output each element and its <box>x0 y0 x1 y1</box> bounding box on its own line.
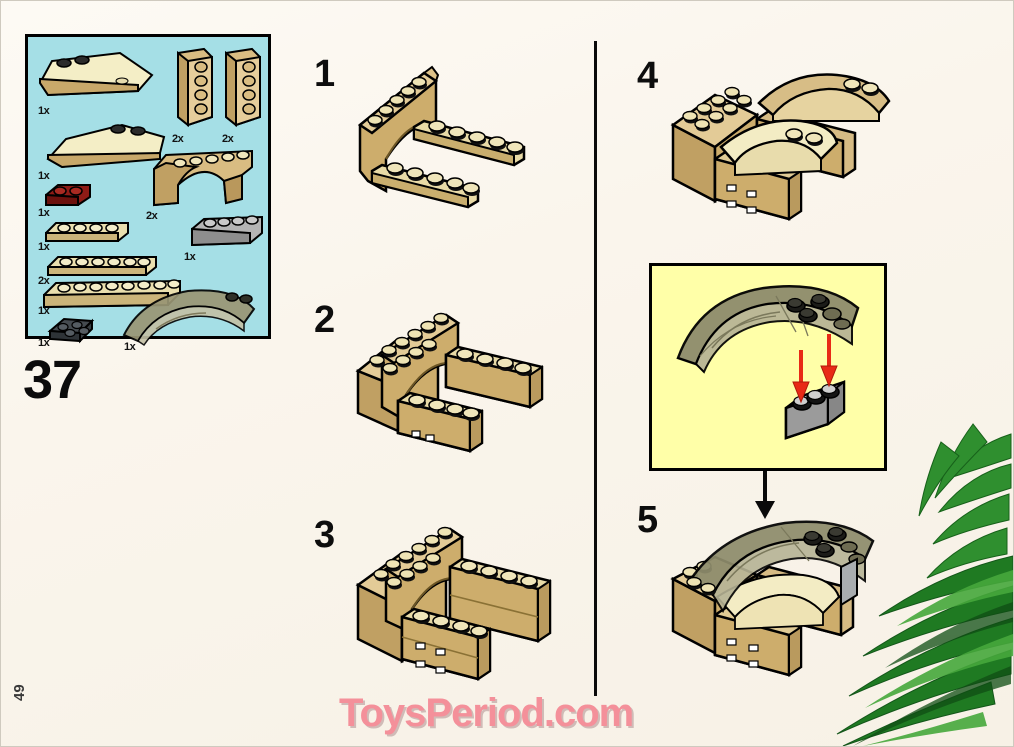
step-5-diagram <box>670 520 875 677</box>
set-step-number: 37 <box>23 350 82 410</box>
step-number-3: 3 <box>314 514 336 556</box>
part-slope-wedge-a <box>177 47 213 128</box>
part-plate-1x6-tan <box>47 256 157 276</box>
column-divider <box>594 41 597 696</box>
step-1-diagram <box>357 65 526 209</box>
step-2-diagram <box>355 312 544 453</box>
part-qty: 1x <box>38 241 50 253</box>
part-brick-1x4-gray <box>191 215 263 247</box>
step-number-4: 4 <box>637 55 659 97</box>
part-qty: 1x <box>38 337 50 349</box>
part-arch-brick-1x6 <box>153 149 253 207</box>
part-windscreen-trans-smoke <box>122 289 256 347</box>
parts-inventory-box: 1x 1x 2x 2x <box>25 34 271 353</box>
part-qty: 1x <box>124 341 136 353</box>
part-qty: 2x <box>146 210 158 222</box>
part-qty: 1x <box>184 251 196 263</box>
part-plate-1x4-tan <box>45 222 129 242</box>
part-plate-1x8-tan <box>43 279 181 309</box>
palm-foliage-decoration <box>836 423 1013 746</box>
subassembly-callout-box <box>649 263 887 471</box>
part-qty: 1x <box>38 105 50 117</box>
page-number: 49 <box>11 684 28 701</box>
watermark-text: ToysPeriod.com <box>339 691 634 735</box>
flow-arrow-down-icon <box>755 471 775 519</box>
step-number-1: 1 <box>314 53 336 95</box>
part-slope-wedge-b <box>225 47 261 128</box>
step-number-2: 2 <box>314 299 336 341</box>
part-plate-2x2-dark-gray <box>47 317 95 344</box>
part-qty: 2x <box>172 133 184 145</box>
step-number-5: 5 <box>637 499 659 541</box>
part-plate-1x2-dark-red <box>45 184 91 206</box>
part-wedge-slope-curved-right <box>46 123 166 169</box>
step-3-diagram <box>355 526 552 681</box>
part-qty: 1x <box>38 305 50 317</box>
part-qty: 2x <box>38 275 50 287</box>
part-qty: 2x <box>222 133 234 145</box>
part-wedge-slope-curved-left <box>38 51 154 97</box>
part-qty: 1x <box>38 207 50 219</box>
step-4-diagram <box>670 73 891 221</box>
callout-diagram <box>676 285 860 440</box>
part-qty: 1x <box>38 170 50 182</box>
